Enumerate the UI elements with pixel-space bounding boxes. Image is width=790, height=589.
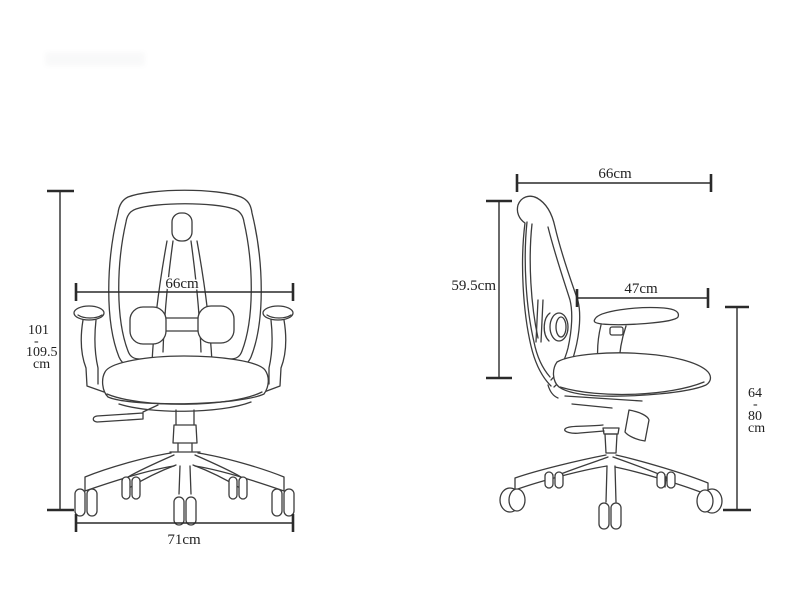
- faint-watermark: [45, 52, 145, 66]
- side-backrest-height-label: 59.5cm: [451, 278, 496, 294]
- side-view-chair: [499, 195, 723, 530]
- front-lumbar-pads: [129, 305, 235, 345]
- side-overall-depth-label: 66cm: [598, 166, 632, 182]
- front-backrest-width-label: 66cm: [165, 276, 199, 292]
- side-casters: [499, 471, 723, 530]
- side-seat-depth-label: 47cm: [624, 281, 658, 297]
- front-seat: [101, 355, 269, 412]
- front-casters: [74, 476, 295, 526]
- side-armrest: [593, 306, 680, 389]
- front-overall-height-label-line1: 101: [28, 323, 49, 338]
- side-mechanism: [564, 409, 650, 454]
- front-backrest-width-dimension: 66cm: [74, 275, 295, 301]
- front-gas-lift: [172, 409, 198, 452]
- side-overall-depth-dimension: 66cm: [515, 165, 713, 192]
- side-seat-height-dimension: 64 - 80 cm: [723, 305, 767, 512]
- front-overall-height-dimension: 101 - 109.5 cm: [25, 189, 74, 512]
- front-left-armrest: [73, 305, 105, 393]
- side-seat-height-label-line3: 80: [748, 409, 762, 424]
- side-seat-height-label-line2: -: [753, 397, 758, 412]
- front-view-chair: [73, 189, 295, 526]
- front-view-dimensions: 101 - 109.5 cm 66cm 71cm: [25, 189, 295, 550]
- front-right-armrest: [262, 305, 294, 393]
- front-overall-height-label-line3: 109.5: [26, 345, 58, 360]
- side-backrest-height-dimension: 59.5cm: [450, 199, 512, 380]
- front-overall-height-label-line2: -: [34, 334, 39, 349]
- side-seat-depth-dimension: 47cm: [575, 280, 710, 308]
- side-base: [514, 454, 709, 503]
- front-base-width-dimension: 71cm: [74, 514, 295, 550]
- side-view-dimensions: 66cm 59.5cm 47cm 64 - 80 c: [450, 165, 767, 512]
- side-seat-height-label-line1: 64: [748, 386, 762, 401]
- front-base: [84, 451, 285, 495]
- side-lumbar-knob: [543, 312, 569, 342]
- front-base-width-label: 71cm: [167, 532, 201, 548]
- side-seat-height-label-line4: cm: [748, 421, 765, 436]
- front-lever: [92, 404, 159, 423]
- side-seat: [552, 352, 712, 409]
- front-overall-height-label-line4: cm: [33, 357, 50, 372]
